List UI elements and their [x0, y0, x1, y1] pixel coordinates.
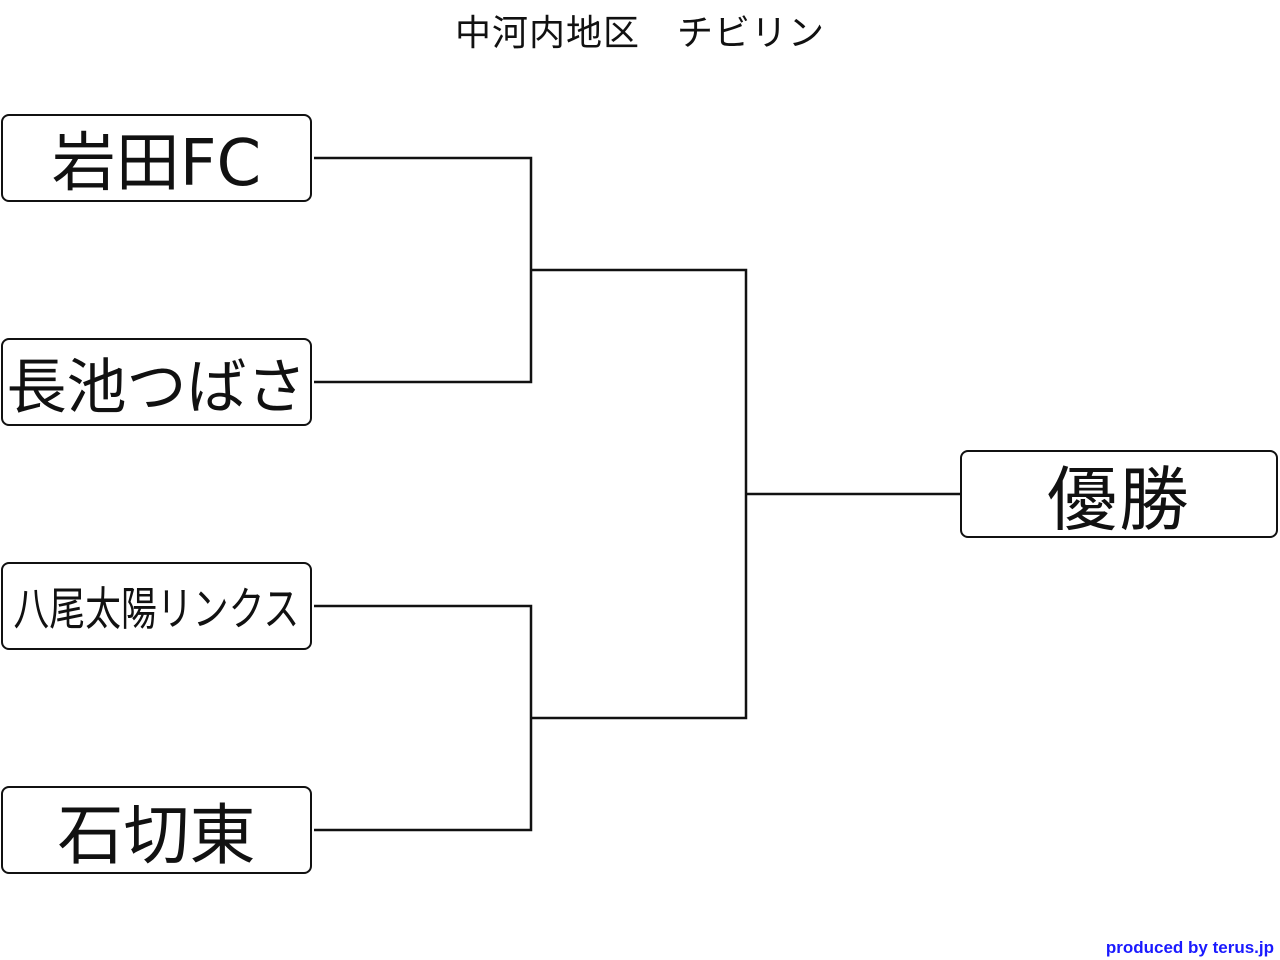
bracket-title: 中河内地区 チビリン [454, 13, 825, 54]
team-name: 長池つばさ [6, 352, 307, 423]
team-box-1: 岩田FC [1, 114, 312, 202]
team-box-2: 長池つばさ [1, 338, 312, 426]
team-name: 石切東 [57, 797, 256, 874]
winner-label: 優勝 [1047, 458, 1191, 541]
team-box-3: 八尾太陽リンクス [1, 562, 312, 650]
winner-box: 優勝 [960, 450, 1278, 541]
bracket-line-team4 [314, 718, 533, 832]
bracket-line-team2 [314, 270, 533, 384]
bracket-line-semi2 [531, 494, 748, 720]
team-box-4: 石切東 [1, 786, 312, 874]
team-name: 岩田FC [51, 127, 262, 201]
bracket-line-semi1 [531, 268, 748, 494]
bracket-line-team1 [314, 156, 533, 270]
credit-link[interactable]: produced by terus.jp [1105, 938, 1274, 957]
team-name: 八尾太陽リンクス [13, 582, 300, 636]
bracket-line-team3 [314, 604, 533, 718]
